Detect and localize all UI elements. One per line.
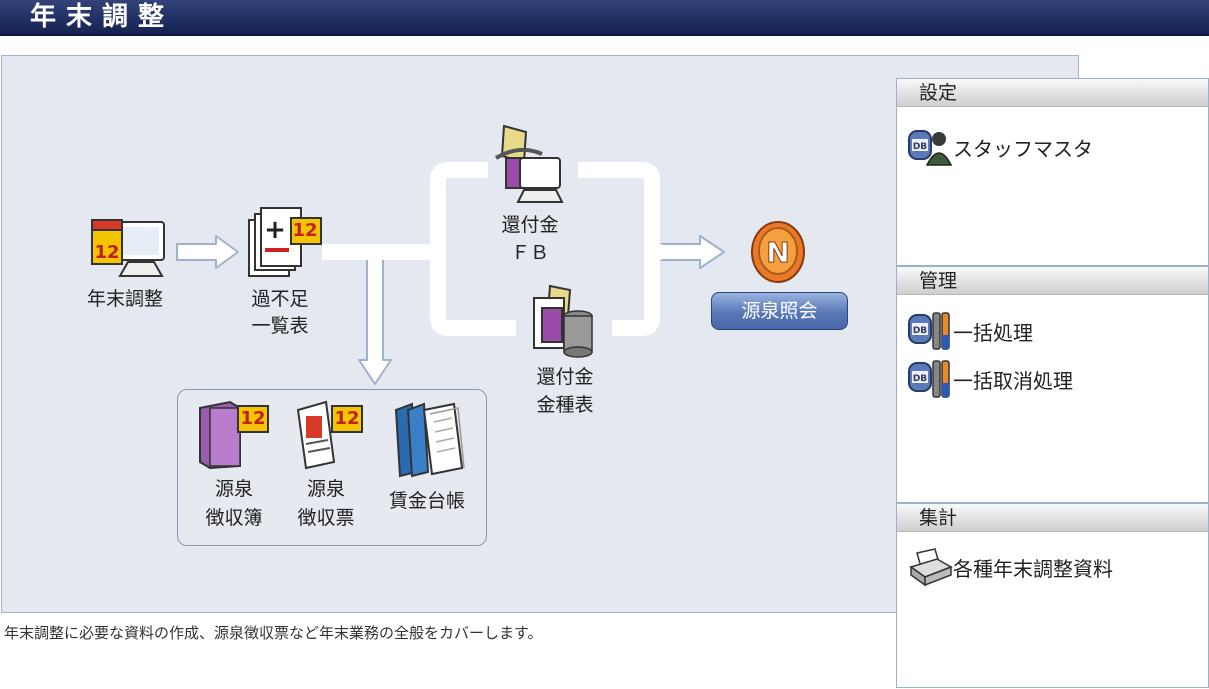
badge-12: 12 <box>292 220 318 241</box>
gensen-coin-icon[interactable]: N <box>748 218 808 288</box>
section-aggregate-header: 集計 <box>897 504 1208 532</box>
kabusoku-label-line1[interactable]: 過不足 <box>251 288 309 310</box>
db-tools-icon: DB <box>907 309 953 353</box>
chingin-daicho-label[interactable]: 賃金台帳 <box>388 490 465 512</box>
section-management-header: 管理 <box>897 267 1208 295</box>
svg-text:12: 12 <box>94 242 119 263</box>
header-bar <box>0 0 1209 36</box>
staff-master-label: スタッフマスタ <box>953 136 1093 161</box>
year-end-reports-label: 各種年末調整資料 <box>953 556 1113 581</box>
calendar-computer-icon[interactable]: 12 <box>88 214 170 288</box>
section-divider <box>897 265 1208 267</box>
menu-item-batch-cancel[interactable]: DB 一括取消処理 <box>907 357 1073 401</box>
purple-book-icon[interactable] <box>196 400 272 474</box>
printer-icon <box>907 545 953 589</box>
kanpukin-kinshu-line1[interactable]: 還付金 <box>536 366 594 388</box>
coin-document-icon[interactable] <box>528 284 600 364</box>
batch-process-label: 一括処理 <box>953 320 1033 345</box>
gensen-shokai-button[interactable]: 源泉照会 <box>711 292 848 330</box>
section-divider <box>897 502 1208 504</box>
svg-text:+: + <box>264 215 286 245</box>
gensen-hyo-line1[interactable]: 源泉 <box>306 478 345 500</box>
batch-cancel-label: 一括取消処理 <box>953 368 1073 393</box>
svg-text:DB: DB <box>913 326 927 336</box>
kabusoku-label-line2[interactable]: 一覧表 <box>251 315 309 337</box>
sidebar-panel: 設定 DB スタッフマスタ 管理 DB 一括処理 <box>896 78 1209 688</box>
svg-text:DB: DB <box>913 142 927 152</box>
gensen-bo-line2[interactable]: 徴収簿 <box>205 507 263 529</box>
svg-text:N: N <box>766 236 789 269</box>
kanpukin-fb-line1[interactable]: 還付金 <box>501 214 559 236</box>
gensen-hyo-line2[interactable]: 徴収票 <box>297 507 355 529</box>
badge-12: 12 <box>240 408 266 429</box>
db-staff-icon: DB <box>907 125 953 169</box>
menu-item-year-end-reports[interactable]: 各種年末調整資料 <box>907 545 1113 589</box>
menu-item-staff-master[interactable]: DB スタッフマスタ <box>907 125 1093 169</box>
kanpukin-fb-line2[interactable]: ＦＢ <box>510 242 549 264</box>
section-settings-header: 設定 <box>897 79 1208 107</box>
fb-transfer-icon[interactable] <box>490 124 570 212</box>
menu-item-batch-process[interactable]: DB 一括処理 <box>907 309 1033 353</box>
ledger-books-icon[interactable] <box>392 402 468 482</box>
badge-12: 12 <box>334 408 360 429</box>
nenmatsu-chosei-label[interactable]: 年末調整 <box>86 288 163 310</box>
kabusoku-list-icon[interactable]: + <box>243 207 325 286</box>
db-tools-icon: DB <box>907 357 953 401</box>
gensen-slip-icon[interactable] <box>292 400 368 474</box>
page-description: 年末調整に必要な資料の作成、源泉徴収票など年末業務の全般をカバーします。 <box>4 624 543 642</box>
gensen-bo-line1[interactable]: 源泉 <box>214 478 253 500</box>
svg-text:DB: DB <box>913 374 927 384</box>
kanpukin-kinshu-line2[interactable]: 金種表 <box>536 394 594 416</box>
page-title: 年末調整 <box>30 2 175 32</box>
